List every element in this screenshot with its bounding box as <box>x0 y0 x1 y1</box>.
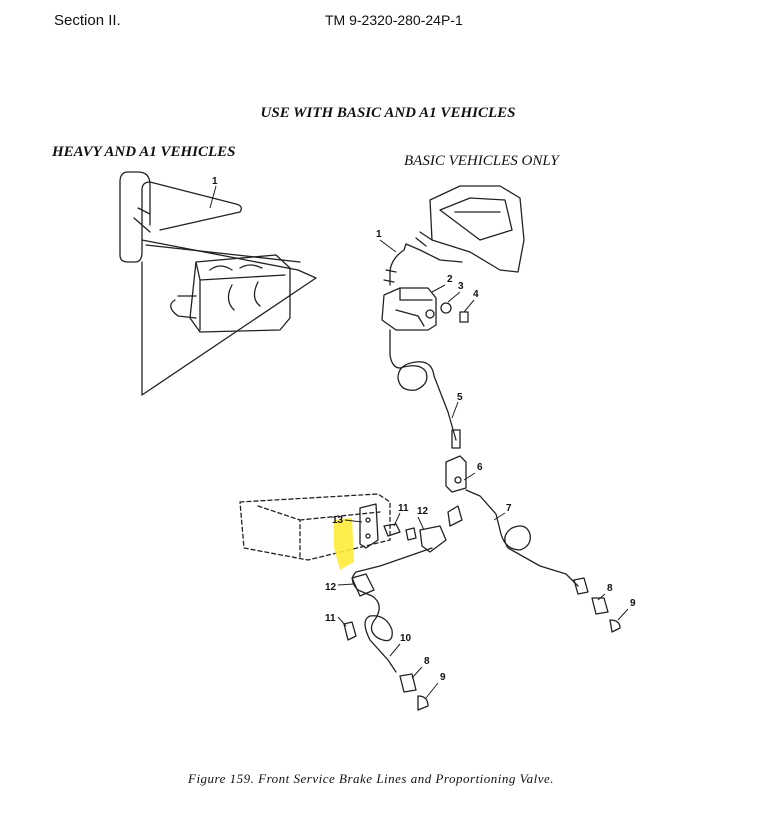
heavy-a1-label: HEAVY AND A1 VEHICLES <box>52 144 236 160</box>
brake-line-5 <box>389 329 457 441</box>
svg-text:11: 11 <box>398 503 409 514</box>
basic-master-cylinder <box>429 185 525 273</box>
frame-rail <box>239 493 391 561</box>
svg-text:6: 6 <box>477 462 483 473</box>
proportioning-valve <box>381 287 437 331</box>
svg-text:13: 13 <box>332 515 344 526</box>
svg-text:4: 4 <box>473 289 479 300</box>
svg-text:9: 9 <box>630 598 636 609</box>
svg-text:5: 5 <box>457 392 463 403</box>
basic-vehicles-label: BASIC VEHICLES ONLY <box>404 153 559 169</box>
svg-text:11: 11 <box>325 613 336 624</box>
svg-text:9: 9 <box>440 672 446 683</box>
svg-text:10: 10 <box>400 633 412 644</box>
svg-text:2: 2 <box>447 274 453 285</box>
figure-caption: Figure 159. Front Service Brake Lines an… <box>188 771 555 786</box>
diagram-title: USE WITH BASIC AND A1 VEHICLES <box>260 105 516 121</box>
svg-text:1: 1 <box>376 229 382 240</box>
tm-number: TM 9-2320-280-24P-1 <box>325 12 463 28</box>
svg-text:12: 12 <box>325 582 337 593</box>
svg-text:7: 7 <box>506 503 512 514</box>
brake-line-7 <box>465 489 579 587</box>
svg-text:3: 3 <box>458 281 464 292</box>
brake-junction <box>445 455 467 493</box>
svg-text:8: 8 <box>607 583 613 594</box>
heavy-brake-line <box>119 171 242 263</box>
section-label: Section II. <box>54 12 121 29</box>
heavy-master-cylinder <box>189 254 291 333</box>
mounting-bracket <box>359 503 379 549</box>
brake-line-1 <box>389 243 463 286</box>
svg-text:1: 1 <box>212 176 218 187</box>
svg-text:8: 8 <box>424 656 430 667</box>
highlight-mark <box>334 518 354 570</box>
svg-text:12: 12 <box>417 506 429 517</box>
